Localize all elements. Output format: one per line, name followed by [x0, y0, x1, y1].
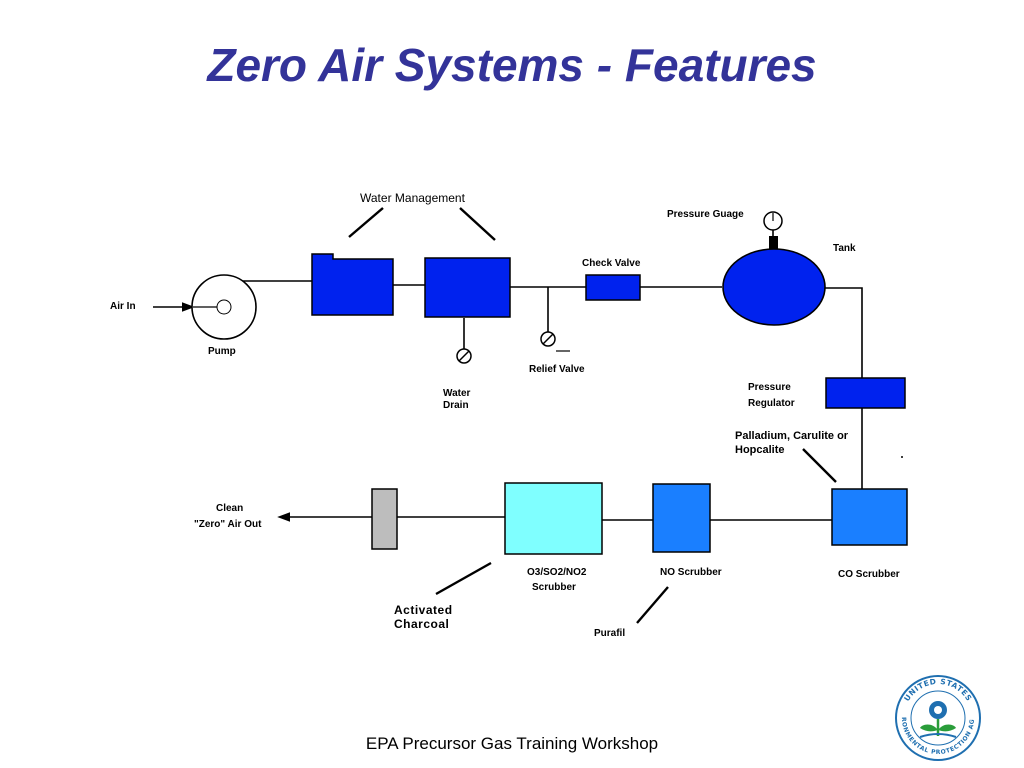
footer-text: EPA Precursor Gas Training Workshop	[365, 734, 659, 753]
label-o3-scrubber-line2: Scrubber	[532, 582, 576, 593]
pipes	[153, 230, 863, 522]
label-tank: Tank	[833, 243, 856, 254]
tank	[722, 248, 826, 326]
no-scrubber	[652, 483, 711, 553]
label-water-drain-line1: Water	[443, 388, 471, 399]
catalyst-pointer	[802, 448, 837, 483]
water-management-pointers	[348, 207, 496, 241]
label-pressure-regulator-line1: Pressure	[748, 382, 791, 393]
epa-seal-logo: UNITED STATES ENVIRONMENTAL PROTECTION A…	[895, 675, 981, 761]
label-o3-scrubber-line1: O3/SO2/NO2	[527, 567, 587, 578]
pressure-regulator	[825, 377, 906, 409]
label-purafil: Purafil	[594, 628, 625, 639]
label-water-management: Water Management	[360, 191, 466, 205]
co-scrubber	[831, 488, 908, 546]
stray-dot	[901, 456, 903, 458]
label-catalyst-line2: Hopcalite	[735, 444, 785, 456]
water-trap-2	[424, 257, 511, 318]
label-clean-line2: "Zero" Air Out	[194, 519, 262, 530]
label-pressure-guage: Pressure Guage	[667, 209, 744, 220]
label-clean-line1: Clean	[216, 503, 243, 514]
label-activated-line1: Activated	[394, 603, 453, 617]
label-water-drain-line2: Drain	[443, 400, 469, 411]
relief-valve	[540, 331, 570, 352]
pressure-gauge	[763, 211, 783, 249]
label-pressure-regulator-line2: Regulator	[748, 398, 795, 409]
label-check-valve: Check Valve	[582, 258, 641, 269]
label-no-scrubber: NO Scrubber	[660, 567, 722, 578]
check-valve	[585, 274, 641, 301]
pump	[191, 274, 257, 340]
activated-charcoal-pointer	[435, 561, 492, 596]
label-co-scrubber: CO Scrubber	[838, 569, 900, 580]
o3-so2-no2-scrubber	[504, 482, 603, 555]
label-pump: Pump	[208, 346, 236, 357]
purafil-pointer	[636, 586, 669, 624]
label-relief-valve: Relief Valve	[529, 364, 585, 375]
label-air-in: Air In	[110, 301, 136, 312]
page-title: Zero Air Systems - Features	[207, 39, 817, 91]
label-catalyst-line1: Palladium, Carulite or	[735, 430, 849, 442]
water-trap-1	[311, 253, 394, 316]
water-drain-valve	[456, 348, 472, 364]
label-activated-line2: Charcoal	[394, 617, 449, 631]
charcoal-filter	[371, 488, 398, 550]
